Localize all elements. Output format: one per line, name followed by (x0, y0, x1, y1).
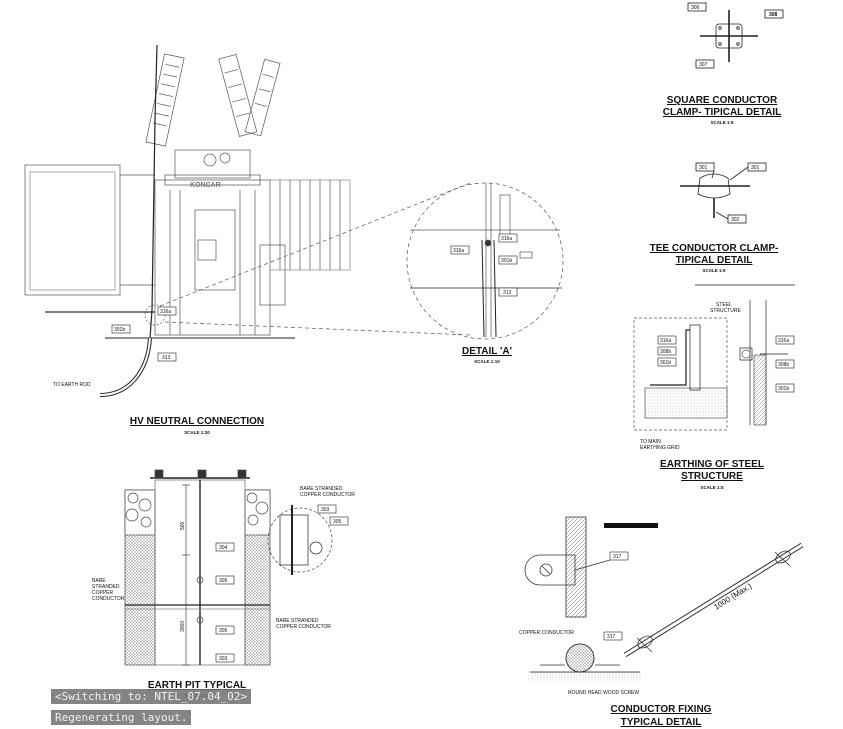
bare-right-2: COPPER CONDUCTOR (276, 624, 331, 630)
square-clamp-title-1: SQUARE CONDUCTOR (667, 95, 778, 106)
bare-right-1: BARE STRANDED (276, 618, 319, 624)
tag-316b-detail: 316a (501, 236, 512, 242)
earth-pit-drawing (124, 469, 333, 666)
round-head-screw-note: ROUND HEAD WOOD SCREW (568, 690, 639, 696)
bare-left-1: BARE (92, 578, 106, 584)
earthing-steel-drawing (633, 300, 788, 431)
to-main-grid-note-1: TO MAIN (640, 439, 661, 445)
tag-308: 308 (769, 12, 778, 18)
tag-302: 302 (731, 217, 740, 223)
earthing-steel-title-1: EARTHING OF STEEL (660, 459, 764, 470)
detail-a-scale: SCALE 1:10 (474, 359, 500, 364)
tag-317-b: 317 (607, 634, 616, 640)
brand-label: KONCAR (190, 182, 221, 189)
earthing-steel-title-2: STRUCTURE (681, 471, 743, 482)
hv-neutral-connection-drawing (24, 44, 471, 397)
to-earth-rod-note: TO EARTH ROD (53, 382, 91, 388)
square-clamp-drawing (687, 2, 784, 69)
dim-3000: 3000 (180, 621, 186, 632)
tag-308b-steel: 308b (660, 349, 671, 355)
dim-500: 500 (180, 521, 186, 530)
conductor-fixing-drawing (524, 516, 804, 682)
conductor-fixing-title-2: TYPICAL DETAIL (621, 717, 702, 728)
earthing-steel-tags (657, 335, 795, 393)
tag-316a-steel-2: 316a (778, 338, 789, 344)
tag-313-detail: 313 (503, 290, 512, 296)
tee-clamp-scale: SCALE 1:5 (702, 268, 726, 273)
conductor-fixing-title-1: CONDUCTOR FIXING (611, 704, 712, 715)
earth-pit-title: EARTH PIT TYPICAL (148, 680, 246, 691)
tag-305-a: 305 (219, 578, 228, 584)
bare-left-3: COPPER (92, 590, 114, 596)
tag-316a-detail: 316a (453, 248, 464, 254)
square-clamp-scale: SCALE 1:5 (710, 120, 734, 125)
detail-a-tags (450, 233, 518, 297)
tag-301b-steel-2: 301b (778, 386, 789, 392)
bare-left-2: STRANDED (92, 584, 120, 590)
tag-305-pit: 305 (333, 519, 342, 525)
tag-303-pit: 303 (321, 507, 330, 513)
tag-308b-steel-2: 308b (778, 362, 789, 368)
square-clamp-title-2: CLAMP- TIPICAL DETAIL (663, 107, 782, 118)
tag-304: 304 (219, 545, 228, 551)
detail-a-drawing (406, 182, 564, 340)
command-line-regenerating: Regenerating layout. (51, 710, 192, 725)
tag-301b-hv: 301b (114, 327, 125, 333)
tag-301-a: 301 (699, 165, 708, 171)
to-main-grid-note-2: EARTHING GRID (640, 445, 680, 451)
tag-316a-hv: 316a (160, 309, 171, 315)
tag-301-b: 301 (751, 165, 760, 171)
steel-structure-note-2: STRUCTURE (710, 308, 741, 314)
steel-structure-note-1: STEEL (716, 302, 732, 308)
tag-301b-steel: 301b (660, 360, 671, 366)
tag-303-b: 303 (219, 656, 228, 662)
earth-pit-tags (215, 504, 349, 663)
tag-307: 307 (699, 62, 708, 68)
tag-317-a: 317 (613, 554, 622, 560)
hv-neutral-scale: SCALE 1:20 (184, 430, 210, 435)
bare-copper-top-2: COPPER CONDUCTOR (300, 492, 355, 498)
tag-316a-steel: 316a (660, 338, 671, 344)
tee-clamp-title-1: TEE CONDUCTOR CLAMP- (650, 243, 779, 254)
tee-clamp-drawing (680, 162, 767, 224)
command-line-switching: <Switching to: NTEL_07.04_02> (51, 689, 252, 704)
hv-neutral-title: HV NEUTRAL CONNECTION (130, 416, 264, 427)
earthing-steel-scale: SCALE 1:5 (700, 485, 724, 490)
conductor-fixing-tags (603, 551, 629, 641)
tee-clamp-title-2: TIPICAL DETAIL (676, 255, 753, 266)
bare-left-4: CONDUCTOR (92, 596, 125, 602)
tag-301b-detail: 301b (501, 258, 512, 264)
detail-a-title: DETAIL 'A' (462, 346, 512, 357)
bare-copper-top-1: BARE STRANDED (300, 486, 343, 492)
tag-313-hv: 313 (162, 355, 171, 361)
copper-conductor-note: COPPER CONDUCTOR (519, 630, 574, 636)
hv-tags (111, 306, 177, 362)
tag-305-b: 305 (219, 628, 228, 634)
tag-306: 306 (691, 5, 700, 11)
